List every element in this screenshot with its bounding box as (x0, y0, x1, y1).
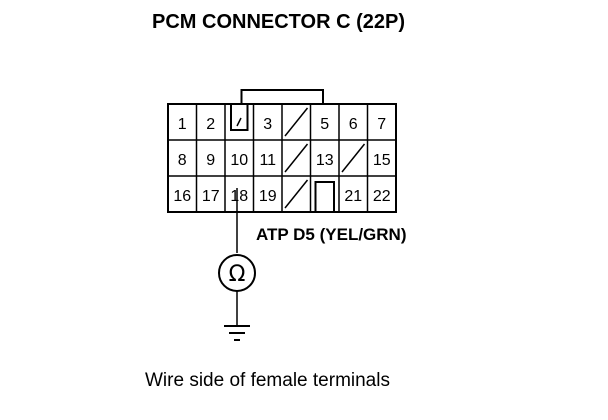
diagram-caption: Wire side of female terminals (145, 370, 390, 391)
pin-number: 9 (206, 152, 215, 169)
pin-number: 3 (263, 116, 272, 133)
pin-number: 15 (373, 152, 391, 169)
pin-number: 8 (178, 152, 187, 169)
lock-mark (236, 117, 242, 127)
pin-number: 7 (377, 116, 386, 133)
lock-tab (230, 104, 249, 131)
key-slot (314, 181, 335, 212)
connector-latch (240, 89, 324, 104)
pin-number: 10 (230, 152, 248, 169)
pin-number: 6 (349, 116, 358, 133)
ohmmeter-probe: Ω (218, 188, 256, 341)
pin-number: 21 (344, 188, 362, 205)
pin-number: 18 (230, 188, 248, 205)
pin-number: 5 (320, 116, 329, 133)
blocked-cavity (341, 143, 366, 173)
pin-number: 19 (259, 188, 277, 205)
ground-icon (224, 325, 250, 341)
diagram-title: PCM CONNECTOR C (22P) (152, 11, 405, 33)
pin-number: 2 (206, 116, 215, 133)
pin-number: 1 (178, 116, 187, 133)
pin-number: 17 (202, 188, 220, 205)
blocked-cavity (284, 143, 309, 173)
connector-body: 1 2 3 5 6 7 8 9 10 11 13 15 16 17 18 19 21 22 (167, 89, 397, 213)
wire-label: ATP D5 (YEL/GRN) (256, 225, 407, 244)
ohmmeter-symbol: Ω (229, 262, 246, 287)
blocked-cavity (284, 107, 309, 137)
pin-number: 13 (316, 152, 334, 169)
blocked-cavity (284, 179, 309, 209)
pin-number: 11 (259, 152, 276, 169)
pin-number: 16 (173, 188, 191, 205)
pin-number: 22 (373, 188, 391, 205)
